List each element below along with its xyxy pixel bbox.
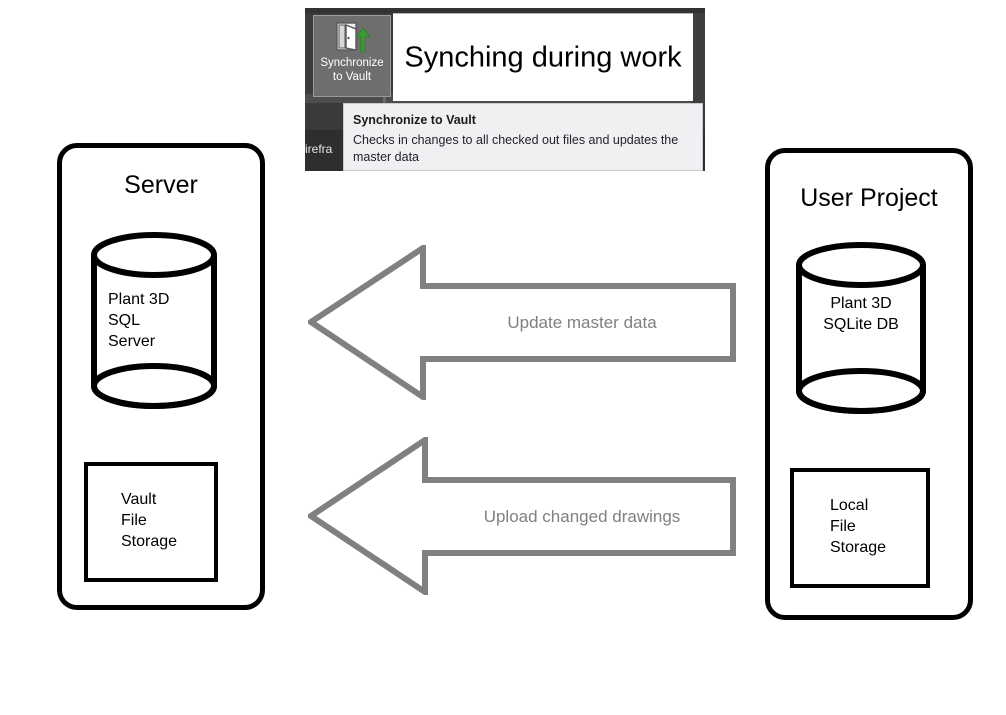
cylinder-shape-icon [796, 242, 926, 414]
synchronize-to-vault-icon [334, 21, 371, 55]
user-project-panel-title: User Project [800, 184, 938, 212]
server-database-cylinder: Plant 3D SQL Server [90, 232, 218, 409]
ribbon-strip-top [305, 8, 705, 13]
upload-changed-drawings-arrow: Upload changed drawings [308, 437, 736, 595]
slide-title-card: Synching during work [393, 13, 693, 101]
cylinder-shape-icon [91, 232, 217, 409]
synchronize-to-vault-button-label: Synchronize to Vault [320, 57, 384, 83]
update-master-data-arrow: Update master data [308, 245, 736, 400]
tooltip-title: Synchronize to Vault [353, 113, 476, 127]
ribbon-strip-right-edge [691, 13, 705, 103]
local-file-storage-label: Local File Storage [830, 497, 887, 556]
local-file-storage-box: Local File Storage [790, 468, 930, 588]
server-file-storage-box: Vault File Storage [84, 462, 218, 582]
ribbon-partial-label: irefra [305, 142, 333, 156]
left-arrow-icon [308, 437, 736, 595]
left-arrow-icon [308, 245, 736, 400]
synchronize-to-vault-tooltip: Synchronize to Vault Checks in changes t… [343, 103, 703, 171]
slide-title-text: Synching during work [404, 41, 682, 73]
ribbon-screenshot-overlay: Synching during work Synchronize to Vaul… [305, 8, 705, 171]
server-panel-title: Server [124, 171, 198, 199]
user-project-database-cylinder: Plant 3D SQLite DB [795, 242, 927, 414]
server-file-storage-label: Vault File Storage [121, 491, 178, 550]
synchronize-to-vault-button[interactable]: Synchronize to Vault [313, 15, 391, 97]
tooltip-body: Checks in changes to all checked out fil… [353, 133, 679, 164]
